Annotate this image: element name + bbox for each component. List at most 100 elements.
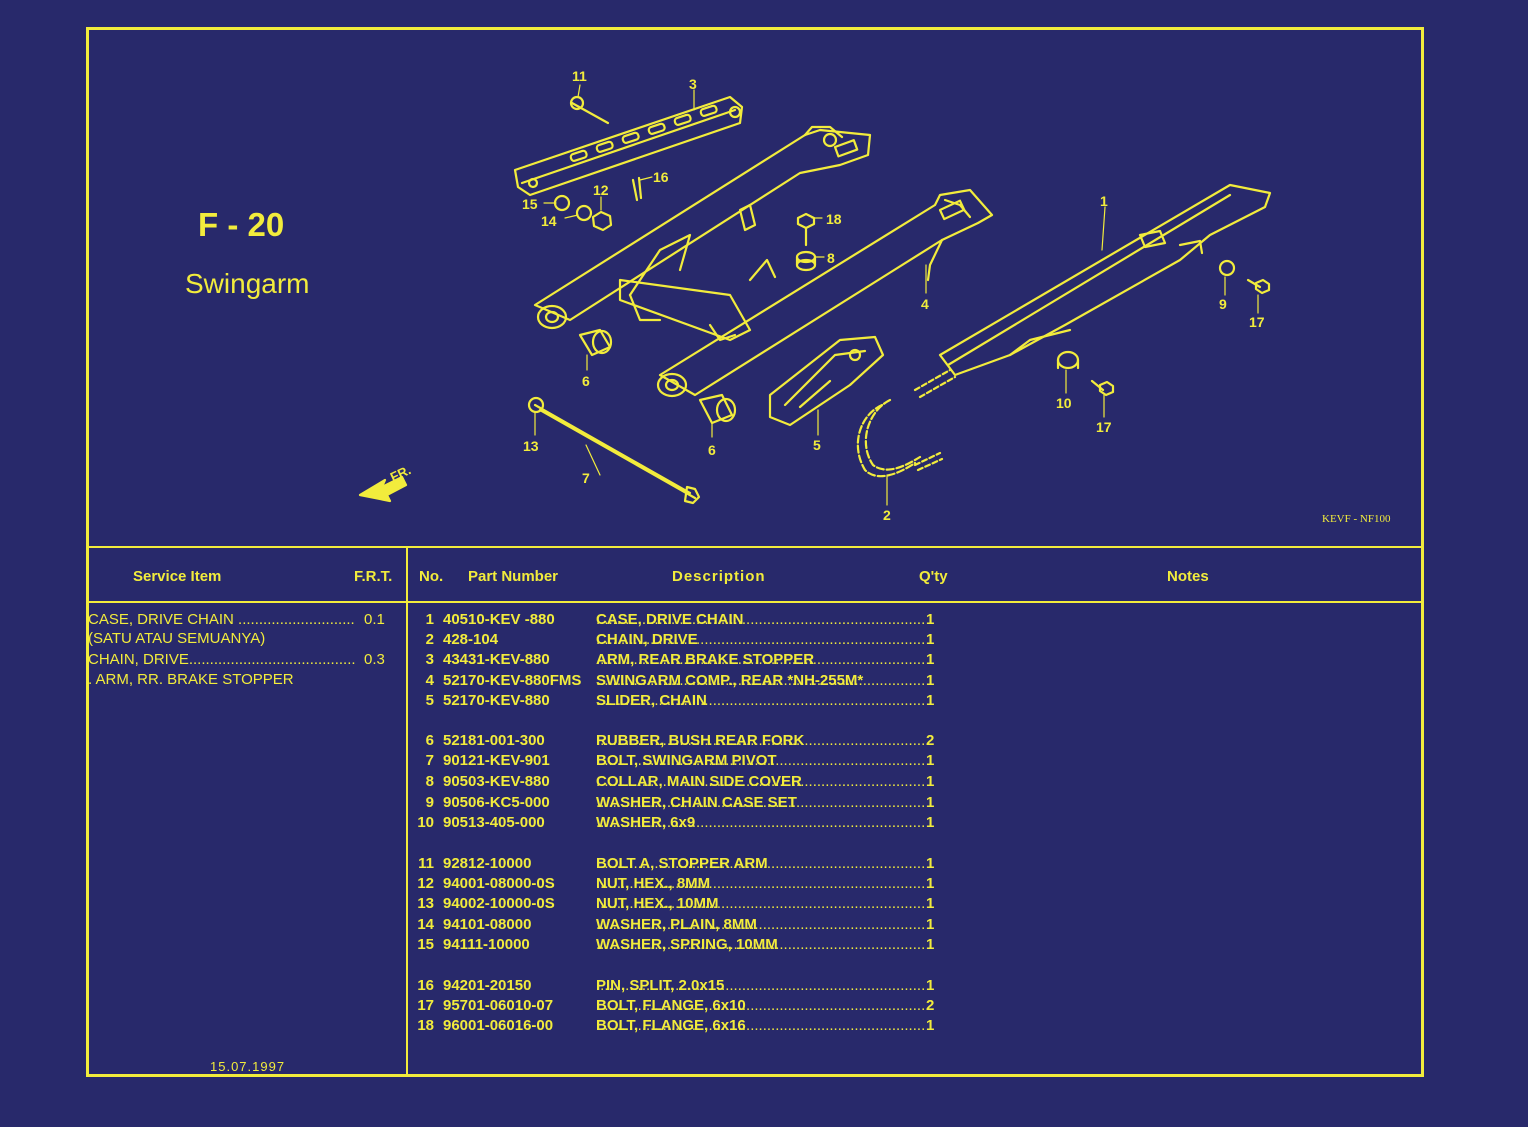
callout: 4	[921, 296, 929, 312]
part-description: NUT, HEX., 8MM .........................…	[596, 875, 924, 892]
part-qty: 1	[926, 916, 935, 933]
leader-dots: ........................................…	[596, 672, 924, 689]
part-description: SLIDER, CHAIN ..........................…	[596, 692, 924, 709]
part-index: 3	[425, 651, 434, 668]
split-pin-drawing	[631, 176, 643, 202]
swingarm-left-drawing	[533, 125, 872, 342]
part-description-text: PIN, SPLIT, 2.0x15	[596, 977, 725, 994]
callout: 2	[883, 507, 891, 523]
part-qty: 1	[926, 631, 935, 648]
part-description: WASHER, CHAIN CASE SET .................…	[596, 794, 924, 811]
part-number: 90503-KEV-880	[443, 773, 550, 790]
part-index: 4	[425, 672, 434, 689]
part-description-text: ARM, REAR BRAKE STOPPER	[596, 651, 815, 668]
part-number: 52181-001-300	[443, 732, 545, 749]
part-index: 18	[417, 1017, 434, 1034]
leader-dots: ........................................…	[596, 651, 924, 668]
callout: 5	[813, 437, 821, 453]
callout: 13	[523, 438, 539, 454]
part-description: BOLT, SWINGARM PIVOT ...................…	[596, 752, 924, 769]
leader-dots: ........................................…	[596, 855, 924, 872]
callout: 6	[582, 373, 590, 389]
part-number: 96001-06016-00	[443, 1017, 554, 1034]
part-qty: 1	[926, 936, 935, 953]
part-description-text: CHAIN, DRIVE	[596, 631, 698, 648]
callout: 14	[541, 213, 557, 229]
header-frt: F.R.T.	[354, 568, 393, 585]
callout: 9	[1219, 296, 1227, 312]
part-description: RUBBER, BUSH REAR FORK .................…	[596, 732, 924, 749]
callout: 7	[582, 470, 590, 486]
part-description-text: BOLT, FLANGE, 6x16	[596, 1017, 746, 1034]
part-row: 12 94001-08000-0S NUT, HEX., 8MM .........…	[412, 875, 942, 895]
part-description: SWINGARM COMP., REAR *NH-255M* .........…	[596, 672, 924, 689]
leader-dots: ........................................…	[596, 1017, 924, 1034]
part-description-text: WASHER, PLAIN, 8MM	[596, 916, 757, 933]
part-index: 11	[418, 855, 434, 872]
part-qty: 2	[926, 732, 935, 749]
part-index: 12	[417, 875, 434, 892]
part-number: 94001-08000-0S	[443, 875, 555, 892]
page-code: F - 20	[198, 206, 285, 243]
part-number: 94002-10000-0S	[443, 895, 555, 912]
part-description: WASHER, 6x9 ............................…	[596, 814, 924, 831]
callout: 15	[522, 196, 538, 212]
rubber-bush-6b-drawing	[698, 393, 737, 425]
leader-dots: ........................................…	[596, 997, 924, 1014]
part-index: 1	[425, 611, 434, 628]
washer-14-drawing	[575, 204, 593, 222]
part-description: WASHER, PLAIN, 8MM .....................…	[596, 916, 924, 933]
page-title: Swingarm	[185, 268, 310, 299]
part-description-text: COLLAR, MAIN SIDE COVER	[596, 773, 802, 790]
pivot-bolt-drawing	[527, 396, 701, 505]
model-reference: KEVF - NF100	[1322, 513, 1391, 525]
callout: 18	[826, 211, 842, 227]
drive-chain-case-drawing	[938, 183, 1272, 377]
callout: 8	[827, 250, 835, 266]
part-description: ARM, REAR BRAKE STOPPER ................…	[596, 651, 924, 668]
part-number: 90513-405-000	[443, 814, 545, 831]
leader-dots: ........................................…	[596, 875, 924, 892]
callout: 1	[1100, 193, 1108, 209]
service-item-row: CHAIN, DRIVE............................…	[88, 651, 388, 668]
service-item-row: . ARM, RR. BRAKE STOPPER	[88, 671, 388, 688]
part-description-text: WASHER, 6x9	[596, 814, 696, 831]
part-qty: 1	[926, 895, 935, 912]
part-description: PIN, SPLIT, 2.0x15 .....................…	[596, 977, 924, 994]
part-number: 94101-08000	[443, 916, 532, 933]
bolt-18-drawing	[796, 212, 816, 247]
part-index: 5	[425, 692, 434, 709]
part-qty: 1	[926, 875, 935, 892]
part-index: 17	[417, 997, 434, 1014]
part-description: CASE, DRIVE CHAIN ......................…	[596, 611, 924, 628]
header-no: No.	[419, 568, 444, 585]
header-service-item: Service Item	[133, 568, 222, 585]
leader-dots: ........................................…	[596, 773, 924, 790]
callout: 10	[1056, 395, 1072, 411]
diagram-table-divider	[86, 546, 1424, 548]
part-description: BOLT, FLANGE, 6x10 .....................…	[596, 997, 924, 1014]
leader-dots: ........................................…	[596, 936, 924, 953]
callout: 3	[689, 76, 697, 92]
part-index: 2	[425, 631, 434, 648]
leader-dots: ........................................…	[596, 611, 924, 628]
leader-dots: ........................................…	[596, 732, 924, 749]
header-part-number: Part Number	[468, 568, 559, 585]
part-description-text: BOLT, FLANGE, 6x10	[596, 997, 746, 1014]
leader-dots: ........................................…	[596, 916, 924, 933]
part-description: BOLT A, STOPPER ARM ....................…	[596, 855, 924, 872]
part-qty: 1	[926, 794, 935, 811]
service-item-frt: 0.1	[364, 611, 385, 628]
service-item-text: CASE, DRIVE CHAIN ......................…	[88, 611, 355, 628]
leader-lines	[534, 84, 1259, 506]
